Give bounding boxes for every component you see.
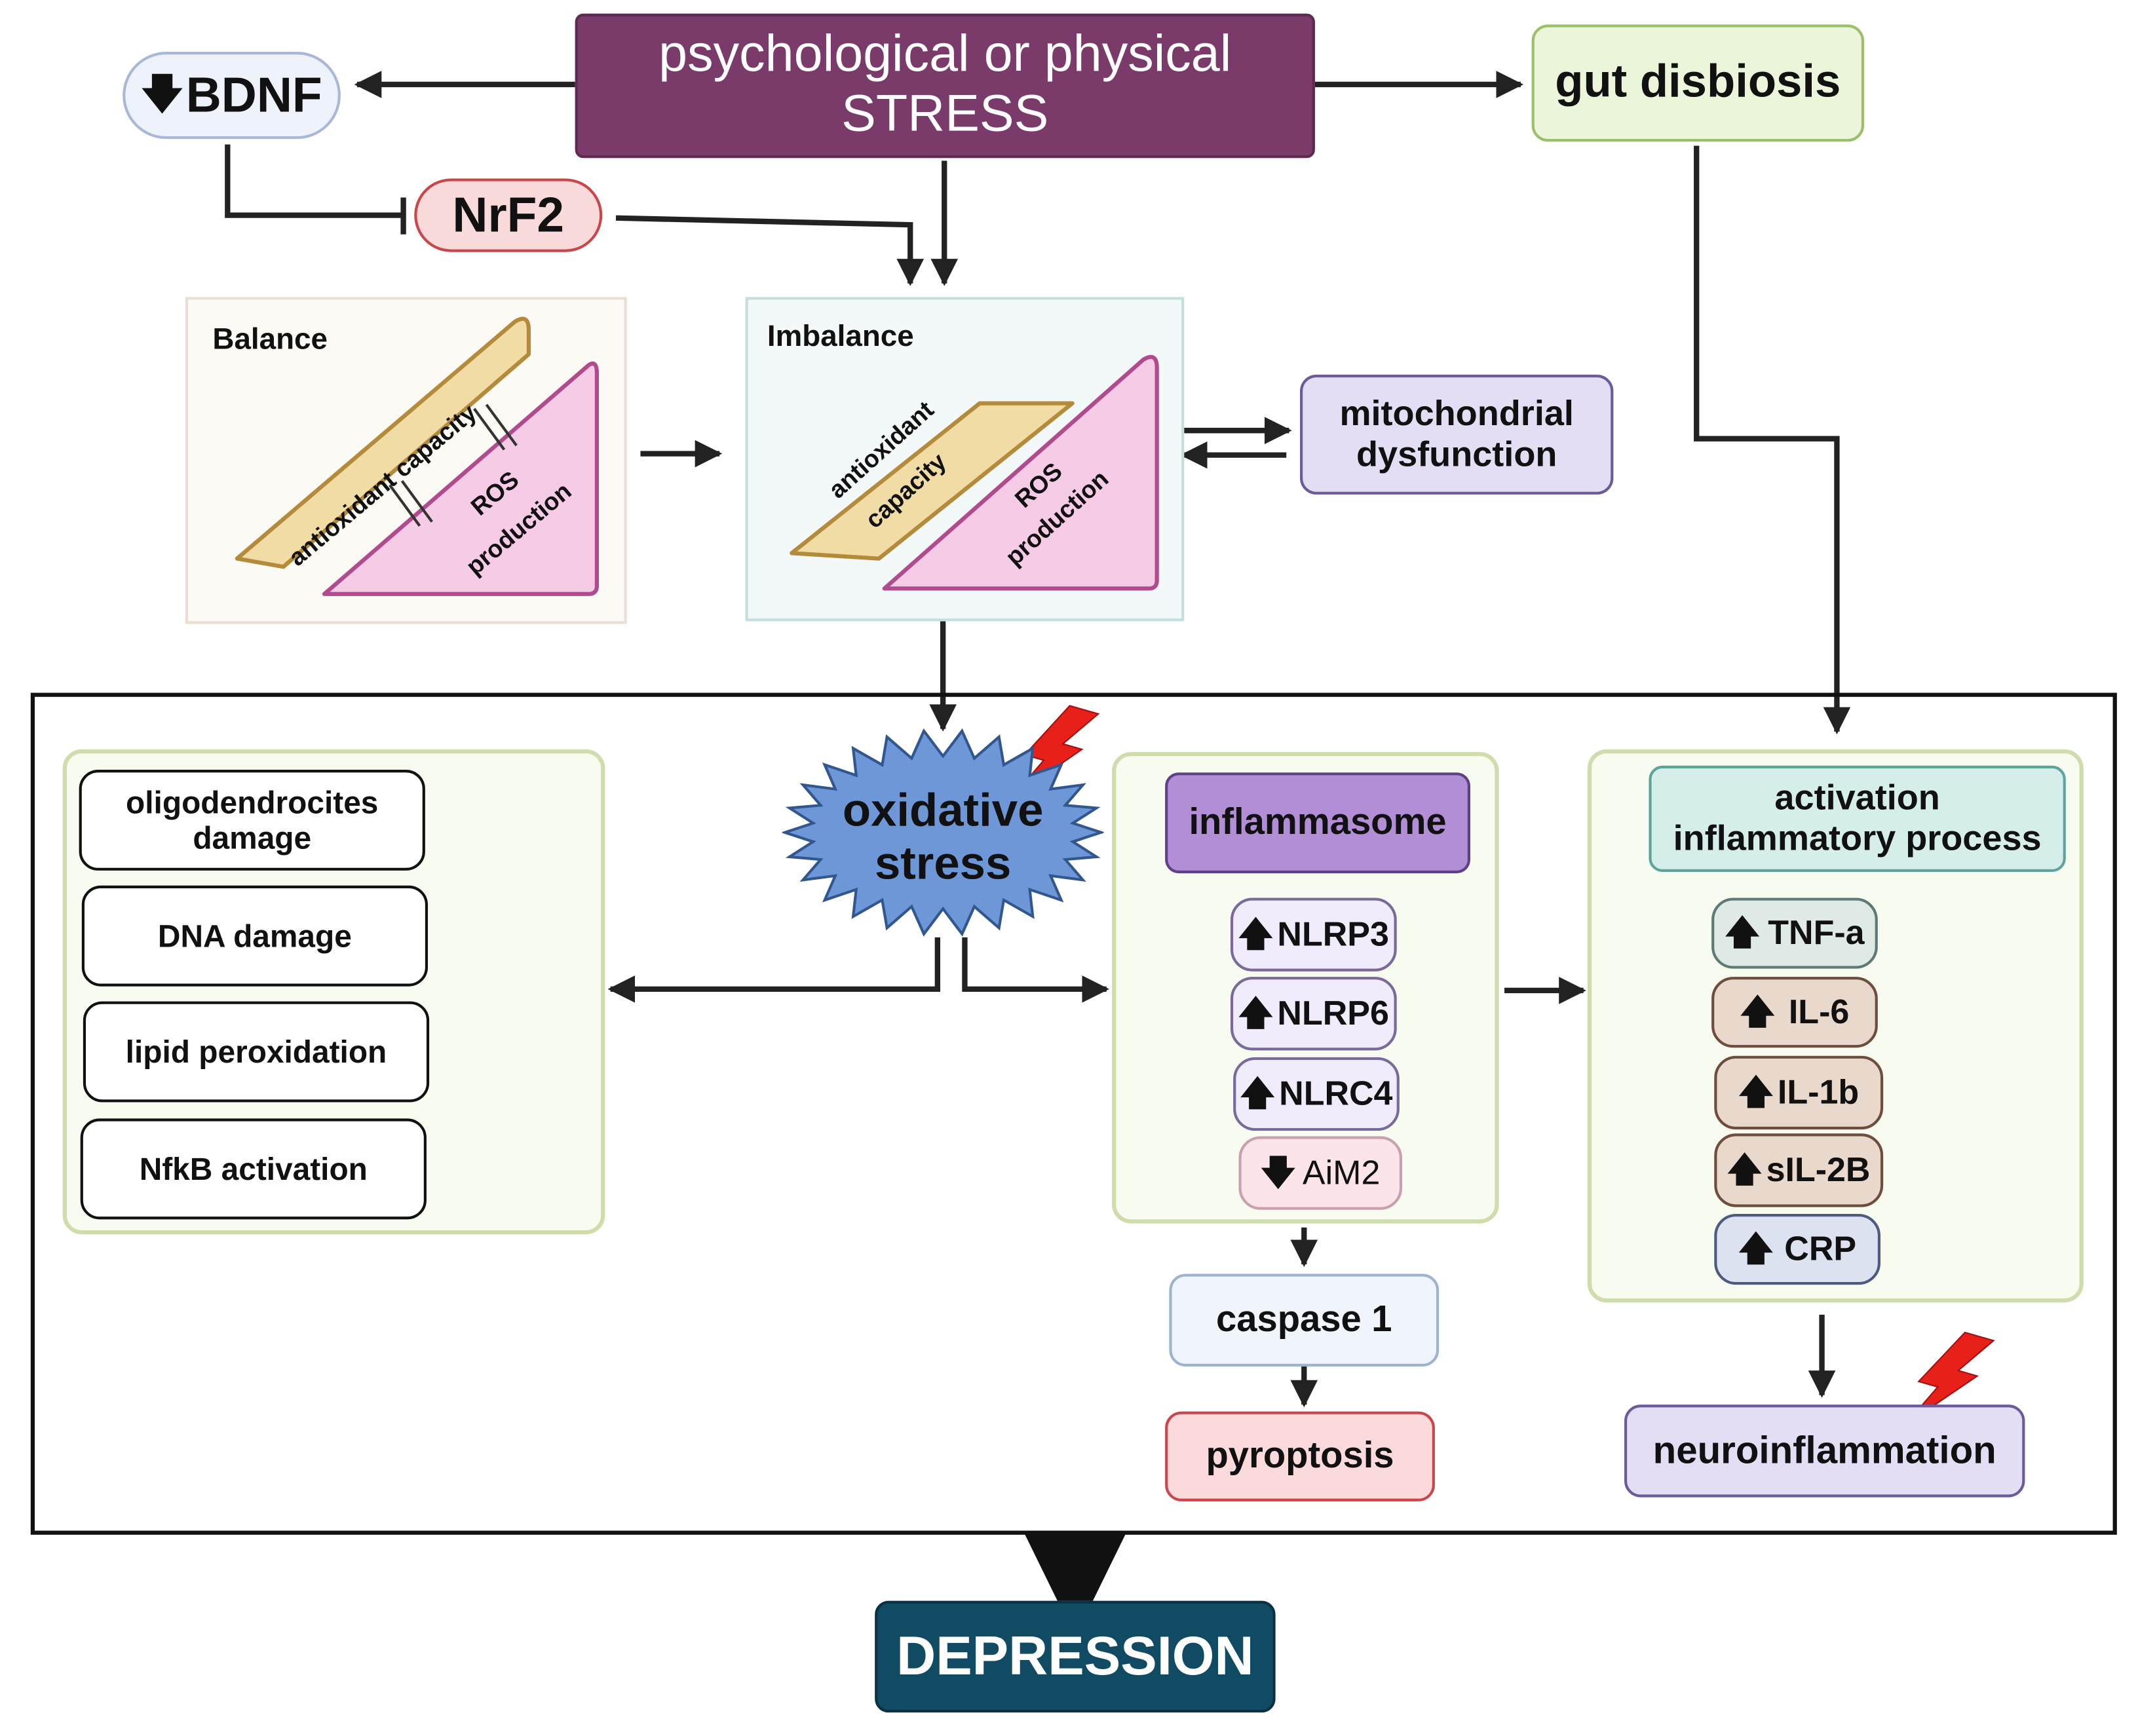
up-arrow-icon: 🡅 bbox=[1738, 1230, 1774, 1268]
caspase-box: caspase 1 bbox=[1169, 1274, 1440, 1367]
inflammasome-header: inflammasome bbox=[1165, 772, 1470, 874]
nrf2-box: NrF2 bbox=[414, 178, 603, 252]
inflammasome-item-nlrc4: 🡅NLRC4 bbox=[1233, 1057, 1400, 1131]
item-label: CRP bbox=[1784, 1230, 1857, 1268]
imbalance-scale-graphic bbox=[790, 354, 1159, 591]
nrf2-label: NrF2 bbox=[452, 187, 565, 243]
stress-box: psychological or physical STRESS bbox=[575, 13, 1315, 159]
inhibit-bdnf-to-nrf2 bbox=[225, 144, 404, 218]
inflammasome-item-nlrp3: 🡅NLRP3 bbox=[1230, 897, 1397, 972]
damage-item-label: NfkB activation bbox=[139, 1150, 368, 1186]
down-arrow-icon: 🡇 bbox=[1261, 1153, 1296, 1192]
arrow-oxidative-to-inflammasome bbox=[962, 937, 1109, 1003]
inflammasome-item-aim2: 🡇AiM2 bbox=[1238, 1136, 1403, 1210]
activation-header: activation inflammatory process bbox=[1649, 765, 2066, 873]
damage-item-line2: damage bbox=[193, 820, 312, 856]
neuro-label: neuroinflammation bbox=[1652, 1429, 1996, 1471]
damage-item-label: DNA damage bbox=[157, 918, 352, 954]
neuroinflammation-box: neuroinflammation bbox=[1624, 1405, 2025, 1498]
bdnf-label: BDNF bbox=[185, 67, 322, 123]
mito-line1: mitochondrial bbox=[1339, 392, 1574, 434]
damage-item-line1: oligodendrocites bbox=[126, 783, 379, 820]
inflammasome-item-nlrp6: 🡅NLRP6 bbox=[1230, 977, 1397, 1051]
damage-item-oligodendrocites: oligodendrocites damage bbox=[79, 770, 425, 871]
activation-item-sil2b: 🡅sIL-2B bbox=[1714, 1133, 1884, 1207]
gut-label: gut disbiosis bbox=[1555, 56, 1841, 109]
depression-funnel bbox=[1024, 1534, 1126, 1601]
oxidative-label: oxidative stress bbox=[818, 776, 1069, 899]
oxidative-starburst-icon bbox=[782, 728, 1104, 937]
down-arrow-icon: 🡇 bbox=[141, 71, 183, 117]
item-label: NLRP3 bbox=[1277, 915, 1389, 954]
oxidative-line1: oxidative bbox=[842, 784, 1044, 837]
item-label: IL-1b bbox=[1777, 1073, 1860, 1112]
activation-item-il6: 🡅 IL-6 bbox=[1711, 977, 1878, 1048]
item-label: NLRP6 bbox=[1277, 994, 1389, 1032]
damage-item-nfkb: NfkB activation bbox=[80, 1118, 427, 1220]
up-arrow-icon: 🡅 bbox=[1238, 994, 1274, 1032]
gut-box: gut disbiosis bbox=[1531, 24, 1865, 142]
stress-line1: psychological or physical bbox=[659, 26, 1232, 84]
up-arrow-icon: 🡅 bbox=[1738, 1073, 1774, 1112]
lightning-bolt-icon-2 bbox=[1904, 1331, 1995, 1426]
damage-item-lipid: lipid peroxidation bbox=[83, 1001, 430, 1103]
item-label: TNF-a bbox=[1768, 913, 1865, 952]
depression-label: DEPRESSION bbox=[896, 1627, 1254, 1687]
pyroptosis-box: pyroptosis bbox=[1165, 1411, 1435, 1501]
activation-item-crp: 🡅 CRP bbox=[1714, 1214, 1880, 1285]
activation-line1: activation bbox=[1774, 776, 1940, 818]
mito-box: mitochondrial dysfunction bbox=[1300, 374, 1614, 495]
up-arrow-icon: 🡅 bbox=[1740, 992, 1776, 1031]
depression-box: DEPRESSION bbox=[875, 1600, 1276, 1713]
stress-line2: STRESS bbox=[841, 86, 1049, 143]
arrow-nrf2-to-imbalance bbox=[615, 215, 925, 286]
pyroptosis-label: pyroptosis bbox=[1206, 1435, 1394, 1477]
balance-scale-graphic bbox=[235, 316, 600, 596]
imbalance-panel: Imbalance antioxidant capacity ROS produ… bbox=[745, 297, 1185, 622]
oxidative-line2: stress bbox=[874, 838, 1012, 890]
arrow-gut-to-activation bbox=[1694, 145, 1851, 734]
caspase-label: caspase 1 bbox=[1216, 1298, 1392, 1340]
up-arrow-icon: 🡅 bbox=[1238, 915, 1274, 954]
damage-item-label: lipid peroxidation bbox=[125, 1034, 387, 1070]
item-label: AiM2 bbox=[1302, 1153, 1381, 1192]
item-label: NLRC4 bbox=[1279, 1074, 1393, 1113]
balance-panel: Balance antioxidant capacity ROS product… bbox=[185, 297, 627, 624]
outer-frame bbox=[30, 692, 2117, 1535]
up-arrow-icon: 🡅 bbox=[1725, 913, 1760, 952]
inflammasome-title: inflammasome bbox=[1189, 801, 1447, 843]
balance-title: Balance bbox=[212, 321, 328, 356]
activation-item-il1b: 🡅IL-1b bbox=[1714, 1055, 1884, 1130]
up-arrow-icon: 🡅 bbox=[1240, 1074, 1275, 1113]
arrow-oxidative-to-damage bbox=[607, 937, 940, 1003]
activation-line2: inflammatory process bbox=[1673, 817, 2042, 859]
up-arrow-icon: 🡅 bbox=[1727, 1150, 1763, 1189]
activation-item-tnf: 🡅TNF-a bbox=[1711, 897, 1878, 969]
damage-item-dna: DNA damage bbox=[81, 885, 429, 987]
item-label: IL-6 bbox=[1788, 992, 1850, 1031]
imbalance-title: Imbalance bbox=[767, 318, 914, 353]
bdnf-box: 🡇 BDNF bbox=[123, 52, 341, 140]
mito-line2: dysfunction bbox=[1356, 433, 1557, 474]
item-label: sIL-2B bbox=[1766, 1150, 1871, 1189]
